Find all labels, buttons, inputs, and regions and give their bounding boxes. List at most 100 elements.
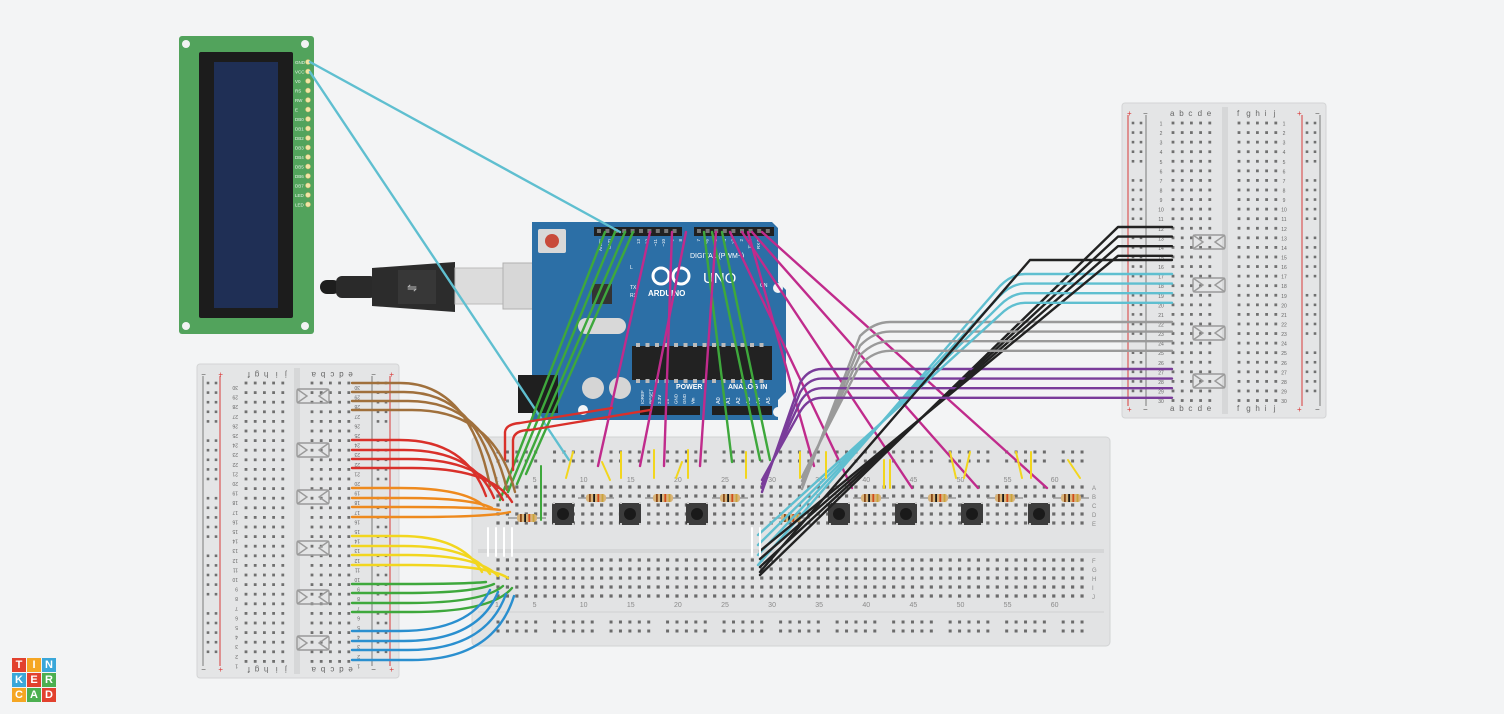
wire-black[interactable] xyxy=(758,225,1174,577)
lcd-pin[interactable] xyxy=(305,106,311,113)
usb-cable[interactable]: ⇋ xyxy=(320,262,568,312)
wire-digital-magenta[interactable] xyxy=(596,230,652,468)
wire-cyan[interactable] xyxy=(756,301,1174,537)
wire-jumper[interactable] xyxy=(1015,451,1023,479)
wire-power-5v[interactable] xyxy=(503,406,614,462)
header-pin[interactable] xyxy=(757,229,762,233)
wire-digital-green[interactable] xyxy=(720,230,772,462)
wire-jumper[interactable] xyxy=(601,461,611,481)
header-pin[interactable] xyxy=(655,229,660,233)
wire-blue[interactable] xyxy=(350,594,516,662)
optocoupler[interactable] xyxy=(296,540,330,556)
lcd-pin[interactable] xyxy=(305,163,311,170)
wire-brown[interactable] xyxy=(350,399,509,492)
wire-orange[interactable] xyxy=(350,486,486,508)
header-pin[interactable] xyxy=(731,229,736,233)
resistor[interactable] xyxy=(645,494,681,502)
lcd-pin[interactable] xyxy=(305,135,311,141)
button-cap[interactable] xyxy=(691,508,703,520)
header-pin[interactable] xyxy=(722,229,727,233)
wire-jumper[interactable] xyxy=(949,451,957,479)
wire-green[interactable] xyxy=(350,582,496,595)
wire-digital-green[interactable] xyxy=(524,230,635,476)
wire-red[interactable] xyxy=(350,457,505,502)
wire-digital-magenta[interactable] xyxy=(698,230,718,468)
button-cap[interactable] xyxy=(900,508,912,520)
lcd-pin[interactable] xyxy=(305,192,311,198)
lcd-pin[interactable] xyxy=(305,125,311,132)
wire-purple[interactable] xyxy=(760,396,1174,482)
wire-digital-green[interactable] xyxy=(498,230,607,502)
lcd-pin[interactable] xyxy=(305,116,311,122)
lcd-pin[interactable] xyxy=(305,78,311,84)
wire-black[interactable] xyxy=(758,254,1174,553)
optocoupler[interactable] xyxy=(1192,325,1226,341)
header-pin[interactable] xyxy=(639,229,643,233)
wire-orange[interactable] xyxy=(350,496,494,510)
header-pin[interactable] xyxy=(672,229,677,233)
button-cap[interactable] xyxy=(624,508,636,520)
header-pin[interactable] xyxy=(748,229,753,233)
wire-digital-magenta[interactable] xyxy=(728,230,854,490)
wire-black[interactable] xyxy=(758,258,1174,574)
wire-red[interactable] xyxy=(350,438,488,498)
wire-brown[interactable] xyxy=(350,381,492,488)
lcd-pin[interactable] xyxy=(305,144,311,151)
wire-purple[interactable] xyxy=(760,387,1174,486)
push-button[interactable] xyxy=(895,502,917,525)
wire-blue[interactable] xyxy=(350,590,500,643)
wire-digital-green[interactable] xyxy=(506,230,617,494)
wire-black[interactable] xyxy=(758,245,1174,561)
wire-jumper[interactable] xyxy=(1067,459,1081,479)
wire-purple[interactable] xyxy=(760,377,1174,490)
button-cap[interactable] xyxy=(966,508,978,520)
wire-jumper[interactable] xyxy=(963,451,971,479)
lcd-display[interactable]: GNDVCCV0RSRWEDB0DB1DB2DB3DB4DB5DB6DB7LED… xyxy=(179,36,314,334)
wire-digital-magenta[interactable] xyxy=(740,230,914,490)
resistor[interactable] xyxy=(1053,494,1089,502)
wire-black[interactable] xyxy=(758,235,1174,569)
header-pin[interactable] xyxy=(765,229,770,233)
optocoupler[interactable] xyxy=(1192,373,1226,389)
wire-red[interactable] xyxy=(350,466,514,504)
wire-red[interactable] xyxy=(350,448,496,500)
wire-digital-green[interactable] xyxy=(515,230,627,486)
optocoupler[interactable] xyxy=(1192,277,1226,293)
wire-power-gnd[interactable] xyxy=(511,408,652,472)
optocoupler[interactable] xyxy=(296,635,330,651)
optocoupler[interactable] xyxy=(296,442,330,458)
resistor[interactable] xyxy=(712,494,748,502)
header-pin[interactable] xyxy=(605,229,610,233)
header-pin[interactable] xyxy=(664,229,669,233)
push-button[interactable] xyxy=(961,502,983,525)
wire-blue[interactable] xyxy=(350,588,492,633)
tinkercad-logo[interactable]: T I N K E R C A D xyxy=(12,658,56,702)
resistor[interactable] xyxy=(578,494,614,502)
lcd-pin[interactable] xyxy=(305,154,311,160)
wire-gray[interactable] xyxy=(800,349,1174,479)
lcd-pin[interactable] xyxy=(305,201,311,208)
optocoupler[interactable] xyxy=(296,489,330,505)
lcd-pin[interactable] xyxy=(305,182,311,189)
wire-lcd-data[interactable] xyxy=(308,60,622,234)
wire-yellow[interactable] xyxy=(350,563,510,580)
wire-brown[interactable] xyxy=(350,390,500,490)
optocoupler[interactable] xyxy=(296,589,330,605)
wire-jumper[interactable] xyxy=(675,461,683,479)
button-cap[interactable] xyxy=(833,508,845,520)
header-pin[interactable] xyxy=(697,229,701,233)
push-button[interactable] xyxy=(619,502,641,525)
wire-green[interactable] xyxy=(350,580,488,586)
wire-digital-magenta[interactable] xyxy=(746,230,816,468)
header-pin[interactable] xyxy=(622,229,627,233)
wire-digital-magenta[interactable] xyxy=(662,230,674,468)
wire-gray[interactable] xyxy=(800,320,1174,491)
push-button[interactable] xyxy=(1028,502,1050,525)
reset-button[interactable] xyxy=(545,234,559,248)
button-cap[interactable] xyxy=(557,508,569,520)
wire-blue[interactable] xyxy=(350,592,508,652)
wire-lcd-enable[interactable] xyxy=(308,70,571,462)
optocoupler[interactable] xyxy=(296,388,330,404)
wire-digital-green[interactable] xyxy=(702,230,734,464)
